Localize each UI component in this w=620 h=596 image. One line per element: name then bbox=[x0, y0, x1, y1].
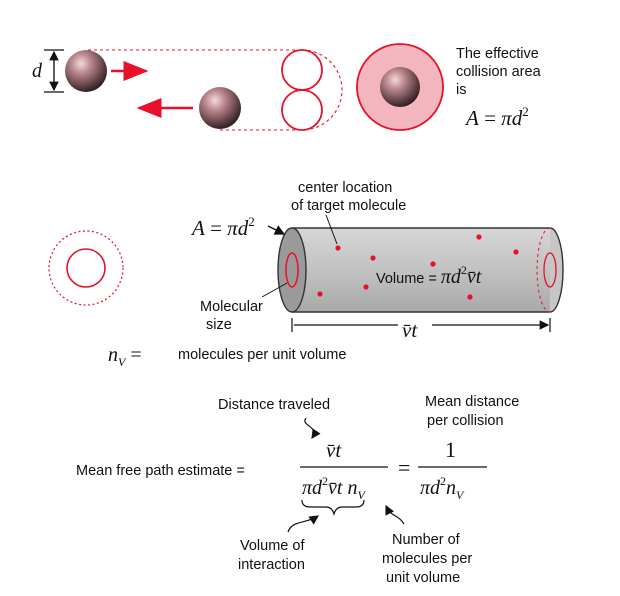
number-molecules-pointer bbox=[385, 504, 405, 525]
density-description: molecules per unit volume bbox=[178, 347, 346, 363]
number-molecules-text-2: molecules per bbox=[382, 551, 472, 567]
area-formula-cylinder: A = πd2 bbox=[190, 214, 255, 240]
lower-contact-circle bbox=[281, 89, 323, 131]
volume-label: Volume = πd2v̄t bbox=[376, 263, 482, 288]
area-formula-top: A = πd2 bbox=[464, 104, 529, 130]
molecular-size-pointer bbox=[261, 282, 288, 298]
target-molecule-centers bbox=[317, 234, 519, 300]
number-molecules-text-1: Number of bbox=[392, 532, 461, 548]
cross-section-dashed bbox=[48, 230, 124, 306]
cylinder-near-end bbox=[277, 227, 307, 313]
mean-free-path-label: Mean free path estimate = bbox=[76, 463, 245, 479]
area-pointer-arrow bbox=[267, 225, 286, 235]
number-molecules-text-3: unit volume bbox=[386, 570, 460, 586]
distance-traveled-text: Distance traveled bbox=[218, 397, 330, 413]
mean-distance-text-2: per collision bbox=[427, 413, 504, 429]
rhs-denominator: πd2nV bbox=[420, 474, 465, 502]
diameter-label: d bbox=[32, 60, 43, 82]
interaction-cylinder bbox=[277, 227, 564, 313]
fraction-numerator: v̄t bbox=[326, 438, 342, 462]
center-location-pointer bbox=[325, 214, 338, 245]
effective-area-text-3: is bbox=[456, 82, 466, 98]
volume-brace bbox=[301, 499, 365, 517]
diameter-dimension: d bbox=[32, 49, 64, 93]
volume-interaction-text-2: interaction bbox=[238, 557, 305, 573]
effective-area-text-1: The effective bbox=[456, 46, 539, 62]
rhs-numerator: 1 bbox=[445, 437, 456, 462]
molecular-size-text-1: Molecular bbox=[200, 299, 263, 315]
center-location-text-2: of target molecule bbox=[291, 198, 406, 214]
molecular-size-text-2: size bbox=[206, 317, 232, 333]
density-definition: nV = bbox=[108, 344, 142, 369]
mean-distance-text-1: Mean distance bbox=[425, 394, 519, 410]
upper-contact-circle bbox=[281, 49, 323, 91]
volume-interaction-text-1: Volume of bbox=[240, 538, 305, 554]
fraction-denominator: πd2v̄t nV bbox=[302, 474, 366, 502]
length-dimension: v̄t bbox=[291, 315, 551, 342]
cross-section-molecule bbox=[66, 248, 106, 288]
equals-sign: = bbox=[398, 455, 410, 480]
collision-dashed-lines bbox=[88, 49, 343, 131]
distance-traveled-pointer bbox=[304, 417, 321, 439]
volume-interaction-pointer bbox=[287, 515, 319, 533]
length-label: v̄t bbox=[402, 318, 418, 342]
center-location-text-1: center location bbox=[298, 180, 392, 196]
effective-area-text-2: collision area bbox=[456, 64, 542, 80]
moving-molecule-2 bbox=[199, 87, 241, 129]
target-molecule bbox=[380, 67, 420, 107]
moving-molecule-1 bbox=[65, 50, 107, 92]
